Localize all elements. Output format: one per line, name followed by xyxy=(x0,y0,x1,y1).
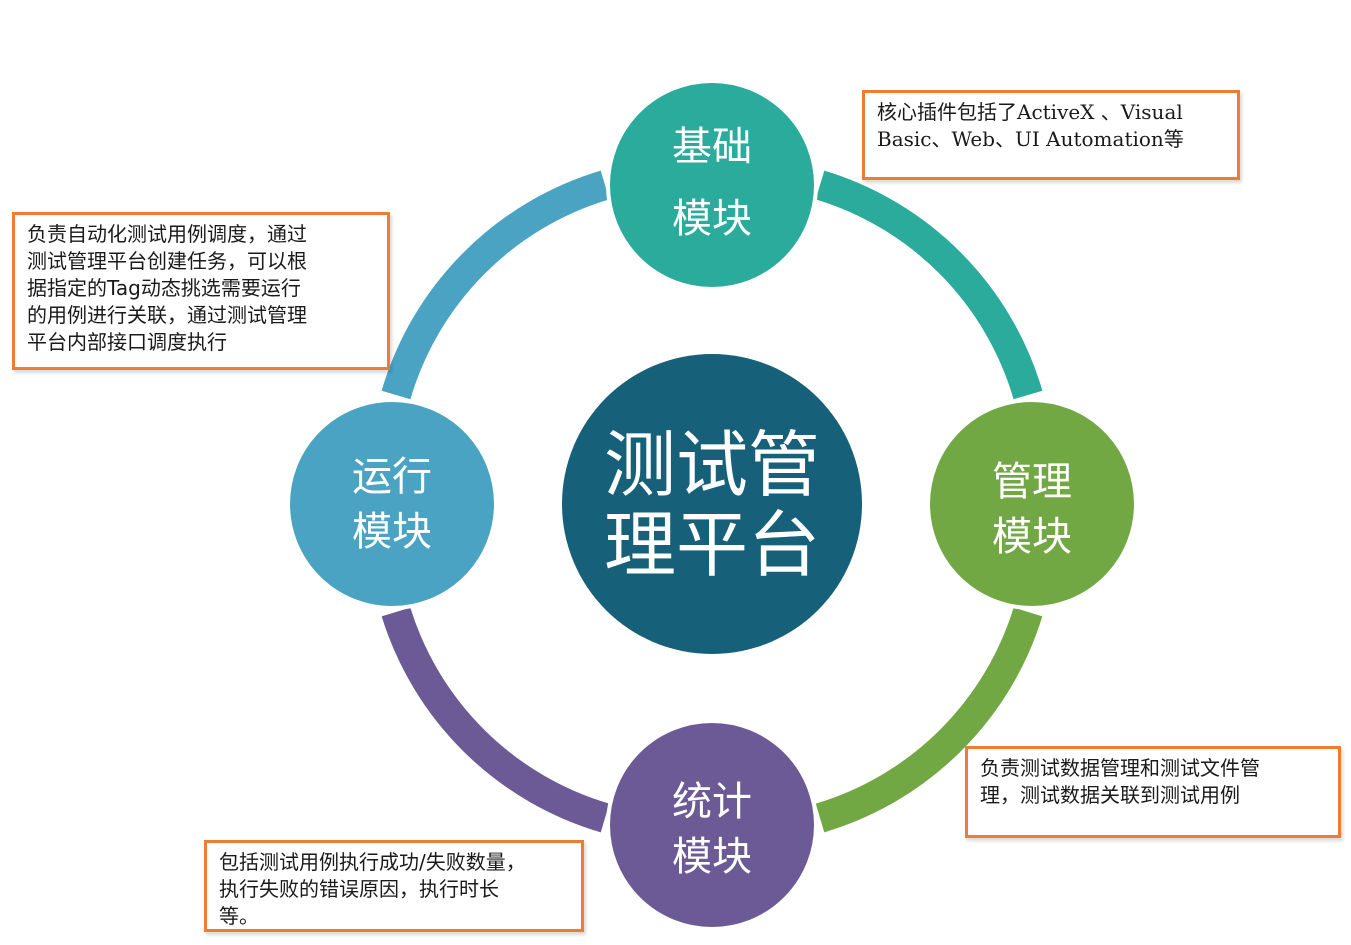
basic-module-node xyxy=(606,79,818,291)
run-module-line2: 模块 xyxy=(352,509,432,555)
note-run-module: 负责自动化测试用例调度，通过 测试管理平台创建任务，可以根 据指定的Tag动态挑… xyxy=(12,212,390,370)
center-node-line2: 理平台 xyxy=(604,503,820,587)
management-module-node xyxy=(926,398,1138,610)
center-node xyxy=(562,354,862,654)
note-basic-module: 核心插件包括了ActiveX 、Visual Basic、Web、UI Auto… xyxy=(862,90,1240,180)
management-module-line2: 模块 xyxy=(992,514,1072,560)
statistics-module-node xyxy=(606,719,818,931)
run-module-line1: 运行 xyxy=(352,454,432,500)
note-statistics-module: 包括测试用例执行成功/失败数量， 执行失败的错误原因，执行时长 等。 xyxy=(204,840,584,932)
management-module-line1: 管理 xyxy=(992,459,1072,505)
statistics-module-line2: 模块 xyxy=(672,834,752,880)
center-node-line1: 测试管 xyxy=(604,423,820,507)
note-management-module: 负责测试数据管理和测试文件管 理，测试数据关联到测试用例 xyxy=(965,746,1341,838)
basic-module-line2: 模块 xyxy=(672,196,752,242)
run-module-node xyxy=(286,398,498,610)
ring-arc-statistics-to-run xyxy=(381,607,610,833)
ring-arc-basic-to-management xyxy=(815,170,1043,400)
basic-module-line1: 基础 xyxy=(672,124,752,170)
ring-arc-management-to-statistics xyxy=(815,607,1043,833)
ring-arc-run-to-basic xyxy=(381,170,610,400)
statistics-module-line1: 统计 xyxy=(672,779,752,825)
